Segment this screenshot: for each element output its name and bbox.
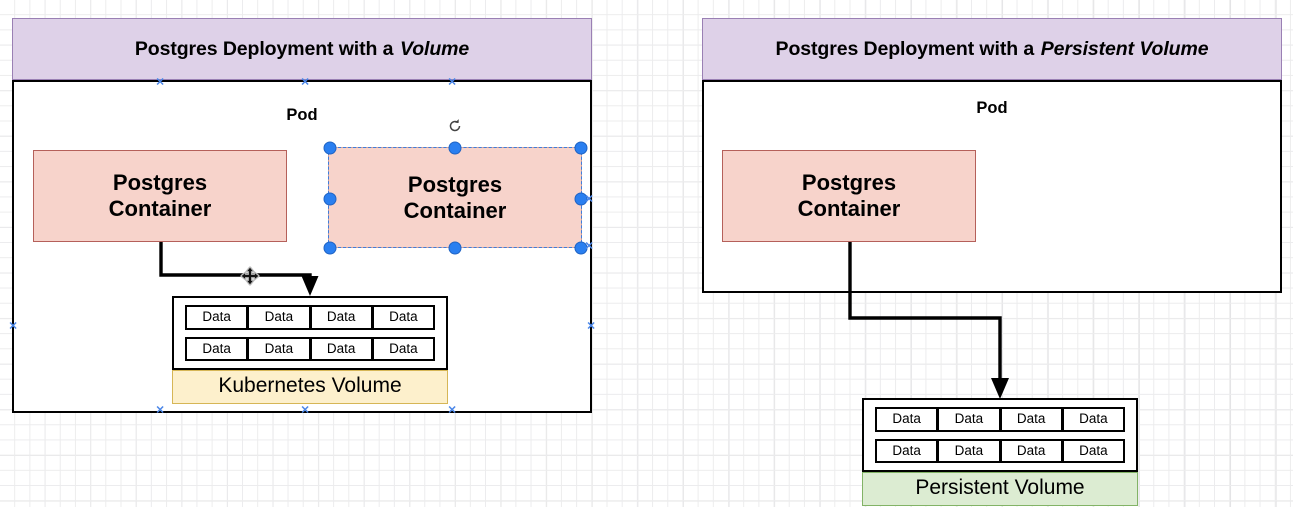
resize-handle-nw[interactable] — [323, 141, 337, 155]
title-emphasis-text: Volume — [400, 37, 470, 60]
postgres-container-2[interactable]: Postgres Container — [328, 147, 582, 248]
connection-point-marker[interactable]: ✕ — [584, 193, 594, 206]
resize-handle-s[interactable] — [448, 241, 462, 255]
postgres-container-1[interactable]: Postgres Container — [33, 150, 287, 242]
connection-point-marker[interactable]: ✕ — [155, 404, 165, 417]
connection-point-marker[interactable]: ✕ — [300, 404, 310, 417]
data-cell: Data — [1000, 407, 1063, 432]
data-cell: Data — [938, 438, 1001, 463]
move-cursor-icon — [239, 265, 261, 287]
title-prefix-text: Postgres Deployment with a — [775, 37, 1035, 60]
connection-point-marker[interactable]: ✕ — [8, 320, 18, 333]
deployment-title-volume[interactable]: Postgres Deployment with a Volume — [12, 18, 592, 80]
resize-handle-e[interactable] — [574, 192, 588, 206]
title-emphasis-text: Persistent Volume — [1040, 37, 1209, 60]
connection-point-marker[interactable]: ✕ — [447, 76, 457, 89]
title-prefix-text: Postgres Deployment with a — [134, 37, 394, 60]
postgres-container-1-line1: Postgres — [112, 170, 208, 196]
persistent-volume-label: Persistent Volume — [862, 472, 1138, 506]
data-cell: Data — [372, 305, 435, 330]
postgres-container-2-line1: Postgres — [407, 171, 503, 197]
data-cell: Data — [1062, 438, 1125, 463]
volume-diagram[interactable]: Postgres Deployment with a Volume Pod Po… — [0, 0, 620, 507]
data-cell: Data — [310, 336, 373, 361]
connection-point-marker[interactable]: ✕ — [584, 240, 594, 253]
volume-data-box: Data Data Data Data Data Data Data Data — [172, 296, 448, 370]
kubernetes-volume-block[interactable]: Data Data Data Data Data Data Data Data … — [172, 296, 448, 404]
rotate-handle-icon[interactable] — [447, 118, 464, 135]
resize-handle-n[interactable] — [448, 141, 462, 155]
data-cell: Data — [185, 336, 249, 361]
resize-handle-sw[interactable] — [323, 241, 337, 255]
data-row: Data Data Data Data — [875, 438, 1125, 463]
pod-label-persistent-volume: Pod — [976, 99, 1008, 117]
data-row: Data Data Data Data — [875, 407, 1125, 432]
resize-handle-ne[interactable] — [574, 141, 588, 155]
postgres-container-1-line2: Container — [108, 196, 212, 221]
data-cell: Data — [938, 407, 1001, 432]
data-row: Data Data Data Data — [185, 336, 435, 361]
postgres-container-3-line2: Container — [797, 196, 901, 221]
connection-point-marker[interactable]: ✕ — [155, 76, 165, 89]
postgres-container-3[interactable]: Postgres Container — [722, 150, 976, 242]
connection-point-marker[interactable]: ✕ — [586, 320, 596, 333]
volume-data-box: Data Data Data Data Data Data Data Data — [862, 398, 1138, 472]
persistent-volume-block[interactable]: Data Data Data Data Data Data Data Data … — [862, 398, 1138, 506]
data-cell: Data — [248, 305, 311, 330]
pod-label-volume: Pod — [286, 106, 318, 124]
deployment-title-persistent-volume[interactable]: Postgres Deployment with a Persistent Vo… — [702, 18, 1282, 80]
data-cell: Data — [875, 407, 939, 432]
data-cell: Data — [185, 305, 249, 330]
resize-handle-se[interactable] — [574, 241, 588, 255]
data-cell: Data — [1062, 407, 1125, 432]
postgres-container-3-line1: Postgres — [801, 170, 897, 196]
data-cell: Data — [372, 336, 435, 361]
connection-point-marker[interactable]: ✕ — [447, 404, 457, 417]
kubernetes-volume-label: Kubernetes Volume — [172, 370, 448, 404]
resize-handle-w[interactable] — [323, 192, 337, 206]
data-row: Data Data Data Data — [185, 305, 435, 330]
connection-point-marker[interactable]: ✕ — [300, 76, 310, 89]
data-cell: Data — [875, 438, 939, 463]
data-cell: Data — [248, 336, 311, 361]
data-cell: Data — [1000, 438, 1063, 463]
postgres-container-2-line2: Container — [403, 197, 507, 223]
data-cell: Data — [310, 305, 373, 330]
